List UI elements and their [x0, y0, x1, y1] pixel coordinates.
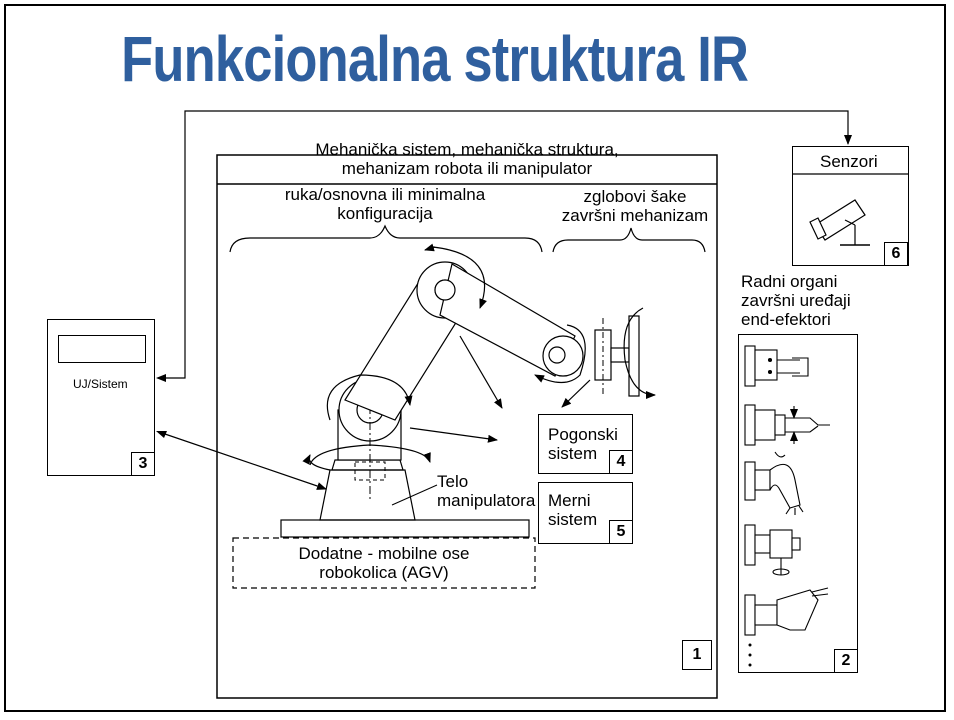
control-unit-number: 3 — [131, 452, 155, 476]
control-sensor-connection — [160, 110, 852, 379]
end-effectors-line3: end-efektori — [741, 310, 831, 329]
spindle-tool-icon — [744, 524, 801, 576]
wrist-line1: zglobovi šake — [583, 187, 687, 206]
end-effectors-line1: Radni organi — [741, 272, 838, 291]
manipulator-body-label: Telo manipulatora — [437, 472, 535, 510]
control-display — [58, 335, 146, 363]
parallel-gripper-icon — [744, 404, 830, 446]
gripper-icon — [744, 345, 809, 387]
mobile-axes-label: Dodatne - mobilne ose robokolica (AGV) — [233, 544, 535, 582]
slide-frame — [4, 4, 946, 712]
sensors-label: Senzori — [820, 152, 878, 171]
sensors-number: 6 — [884, 242, 908, 266]
welding-torch-icon — [744, 451, 804, 515]
sensors-box — [792, 146, 909, 266]
control-unit-label: UJ/Sistem — [73, 377, 128, 391]
mechanical-system-title: Mehanička sistem, mehanička struktura, m… — [217, 140, 717, 178]
arm-configuration-label: ruka/osnovna ili minimalna konfiguracija — [255, 185, 515, 223]
end-effectors-box — [738, 334, 858, 673]
measuring-system-number: 5 — [609, 520, 633, 544]
measuring-system-line1: Merni — [548, 491, 591, 510]
mechanical-system-line1: Mehanička sistem, mehanička struktura, — [315, 140, 619, 159]
mechanical-system-number: 1 — [682, 640, 712, 670]
wrist-line2: završni mehanizam — [561, 206, 709, 225]
spray-gun-icon — [744, 587, 829, 636]
drive-system-line2: sistem — [548, 444, 598, 463]
mechanical-system-line2: mehanizam robota ili manipulator — [341, 159, 593, 178]
arm-configuration-line1: ruka/osnovna ili minimalna — [284, 185, 486, 204]
mobile-axes-line1: Dodatne - mobilne ose — [298, 544, 470, 563]
drive-system-box: Pogonski sistem 4 — [538, 414, 633, 474]
end-effectors-number: 2 — [834, 649, 858, 673]
robot-pedestal — [319, 469, 416, 521]
wrist-label: zglobovi šake završni mehanizam — [555, 187, 715, 225]
robot-platform — [280, 519, 530, 538]
measuring-system-box: Merni sistem 5 — [538, 482, 633, 544]
arm-configuration-line2: konfiguracija — [337, 204, 433, 223]
arm-brace — [229, 224, 543, 253]
measuring-system-label: Merni sistem — [548, 491, 597, 529]
drive-system-line1: Pogonski — [548, 425, 618, 444]
drive-system-number: 4 — [609, 450, 633, 474]
end-effectors-label: Radni organi završni uređaji end-efektor… — [741, 272, 851, 329]
camera-icon — [809, 199, 870, 246]
mechanical-system-box — [216, 154, 718, 699]
slide-title: Funkcionalna struktura IR — [121, 23, 749, 95]
measuring-system-line2: sistem — [548, 510, 598, 529]
end-effectors-line2: završni uređaji — [741, 291, 851, 310]
wrist-brace — [552, 227, 706, 253]
mobile-axes-box — [232, 537, 536, 589]
control-unit-box — [47, 319, 155, 476]
manipulator-body-line1: Telo — [437, 472, 469, 491]
manipulator-body-line2: manipulatora — [437, 491, 536, 510]
drive-system-label: Pogonski sistem — [548, 425, 618, 463]
mobile-axes-line2: robokolica (AGV) — [319, 563, 449, 582]
